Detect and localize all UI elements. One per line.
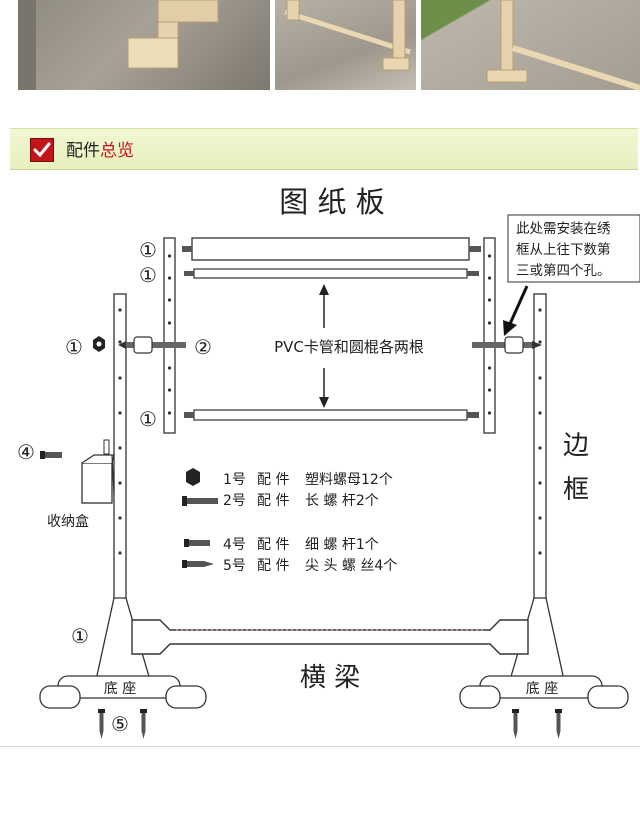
section-header: 配件总览 bbox=[10, 128, 638, 170]
legend-item-part4: 4号 配 件 细 螺 杆1个 bbox=[184, 537, 379, 553]
round-rod-upper bbox=[184, 268, 479, 279]
marker-4: ④ bbox=[17, 440, 35, 464]
install-note-line-2: 框从上往下数第 bbox=[516, 241, 611, 258]
nut-icon bbox=[93, 336, 105, 352]
legend-part4-word: 配 件 bbox=[257, 537, 289, 553]
base-right bbox=[459, 675, 629, 709]
legend-part2-desc: 长 螺 杆2个 bbox=[305, 493, 379, 509]
middle-label: PVC卡管和圆棍各两根 bbox=[274, 338, 424, 356]
marker-5: ⑤ bbox=[111, 712, 129, 736]
storage-box bbox=[81, 439, 115, 504]
legend-pointed-screw-icon bbox=[182, 561, 204, 567]
product-photo-1 bbox=[18, 0, 270, 90]
legend-part1-number: 1号 bbox=[223, 472, 246, 488]
marker-1-crossbeam: ① bbox=[71, 624, 89, 648]
legend-part5-desc: 尖 头 螺 丝4个 bbox=[305, 558, 397, 574]
base-screw-right-2 bbox=[555, 709, 562, 739]
crossbeam-label: 横 梁 bbox=[300, 663, 360, 693]
base-left bbox=[39, 675, 207, 709]
storage-box-label: 收纳盒 bbox=[47, 513, 89, 530]
legend-nut-icon bbox=[186, 468, 200, 486]
legend-part1-desc: 塑料螺母12个 bbox=[305, 472, 393, 488]
base-screw-right-1 bbox=[512, 709, 519, 739]
arrow-up bbox=[319, 284, 329, 328]
side-label-top: 边 bbox=[563, 431, 589, 461]
install-note-line-3: 三或第四个孔。 bbox=[516, 262, 611, 279]
section-title-accent: 总览 bbox=[100, 141, 134, 161]
product-photo-strip bbox=[18, 0, 640, 90]
install-note: 此处需安装在绣 框从上往下数第 三或第四个孔。 bbox=[507, 214, 640, 283]
product-photo-3 bbox=[421, 0, 640, 90]
legend-long-bolt-icon bbox=[182, 498, 218, 504]
arrow-down bbox=[319, 368, 329, 408]
legend-fine-screw-icon bbox=[184, 540, 210, 546]
legend-part2-number: 2号 bbox=[223, 493, 246, 509]
pvc-tube-top bbox=[182, 237, 481, 261]
parts-overview-diagram: 图 纸 板 此处需安装在绣 框从上往下数第 三或第四个孔。 bbox=[17, 185, 640, 739]
bottom-divider bbox=[0, 746, 640, 747]
legend-part5-number: 5号 bbox=[223, 558, 246, 574]
parts-legend: 1号 配 件 塑料螺母12个 2号 配 件 长 螺 杆2个 4号 配 件 细 螺… bbox=[182, 468, 397, 574]
crossbeam bbox=[131, 619, 529, 655]
marker-1-nut: ① bbox=[65, 335, 83, 359]
board-right-bar bbox=[483, 237, 496, 434]
marker-1-bottom-rod: ① bbox=[139, 407, 157, 431]
base-screw-left-2 bbox=[140, 709, 147, 739]
section-title-plain: 配件 bbox=[66, 141, 100, 161]
side-label-bottom: 框 bbox=[563, 475, 589, 505]
legend-item-part2: 2号 配 件 长 螺 杆2个 bbox=[182, 493, 379, 509]
product-photo-2 bbox=[275, 0, 416, 90]
marker-2-bolt: ② bbox=[194, 335, 212, 359]
long-bolt-left bbox=[118, 336, 186, 354]
legend-part1-word: 配 件 bbox=[257, 472, 289, 488]
round-rod-lower bbox=[184, 409, 479, 421]
check-icon bbox=[30, 138, 54, 162]
base-screw-left-1 bbox=[98, 709, 105, 739]
long-bolt-right bbox=[472, 336, 542, 354]
marker-1-top: ① bbox=[139, 238, 157, 262]
marker-1-second: ① bbox=[139, 263, 157, 287]
legend-part5-word: 配 件 bbox=[257, 558, 289, 574]
note-pointer-arrow bbox=[503, 285, 529, 336]
legend-part2-word: 配 件 bbox=[257, 493, 289, 509]
diagram-title: 图 纸 板 bbox=[279, 185, 384, 219]
base-left-label: 底 座 bbox=[104, 681, 136, 697]
base-right-label: 底 座 bbox=[526, 681, 558, 697]
board-left-bar bbox=[163, 237, 176, 434]
fine-screw-icon bbox=[40, 451, 62, 459]
install-note-line-1: 此处需安装在绣 bbox=[516, 221, 611, 237]
legend-item-part5: 5号 配 件 尖 头 螺 丝4个 bbox=[182, 558, 397, 574]
section-title: 配件总览 bbox=[66, 136, 134, 161]
legend-part4-number: 4号 bbox=[223, 537, 246, 553]
legend-part4-desc: 细 螺 杆1个 bbox=[305, 537, 379, 553]
legend-item-part1: 1号 配 件 塑料螺母12个 bbox=[186, 468, 393, 488]
